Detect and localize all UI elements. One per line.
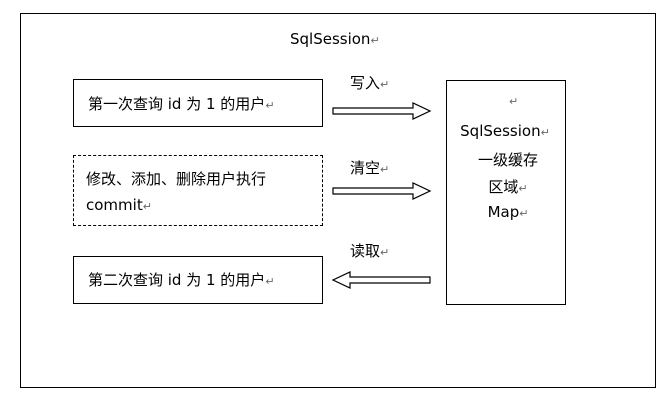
cache-sqlsession-label: SqlSession — [460, 122, 541, 140]
paragraph-mark-icon: ↵ — [518, 182, 528, 195]
paragraph-mark-icon: ↵ — [380, 163, 390, 176]
write-arrow-icon — [332, 102, 432, 120]
paragraph-mark-icon: ↵ — [380, 78, 390, 91]
paragraph-mark-icon: ↵ — [142, 200, 152, 213]
paragraph-mark-icon: ↵ — [509, 95, 519, 108]
read-label: 读取↵ — [350, 242, 390, 260]
paragraph-mark-icon: ↵ — [540, 126, 550, 139]
cache-map-label: Map — [487, 203, 520, 221]
commit-text: commit — [86, 196, 143, 214]
paragraph-mark-icon: ↵ — [519, 207, 529, 220]
paragraph-mark-icon: ↵ — [370, 34, 380, 47]
cache-box: ↵ SqlSession↵ 一级缓存 区域↵ Map↵ — [446, 80, 566, 305]
modify-commit-box: 修改、添加、删除用户执行 commit↵ — [73, 155, 323, 226]
read-arrow-icon — [331, 271, 431, 289]
write-label: 写入↵ — [350, 74, 390, 92]
cache-area-label: 区域 — [488, 178, 519, 196]
first-query-box: 第一次查询 id 为 1 的用户↵ — [73, 79, 323, 127]
paragraph-mark-icon: ↵ — [265, 99, 275, 112]
second-query-text: 第二次查询 id 为 1 的用户 — [88, 271, 266, 289]
clear-label: 清空↵ — [350, 159, 390, 177]
outer-frame — [20, 13, 656, 388]
paragraph-mark-icon: ↵ — [265, 275, 275, 288]
diagram-title: SqlSession↵ — [290, 30, 380, 48]
cache-level1-label: 一级缓存 — [477, 151, 538, 169]
clear-arrow-icon — [332, 182, 432, 200]
second-query-box: 第二次查询 id 为 1 的用户↵ — [73, 256, 323, 304]
first-query-text: 第一次查询 id 为 1 的用户 — [88, 95, 266, 113]
paragraph-mark-icon: ↵ — [380, 246, 390, 259]
modify-text: 修改、添加、删除用户执行 — [86, 170, 267, 188]
